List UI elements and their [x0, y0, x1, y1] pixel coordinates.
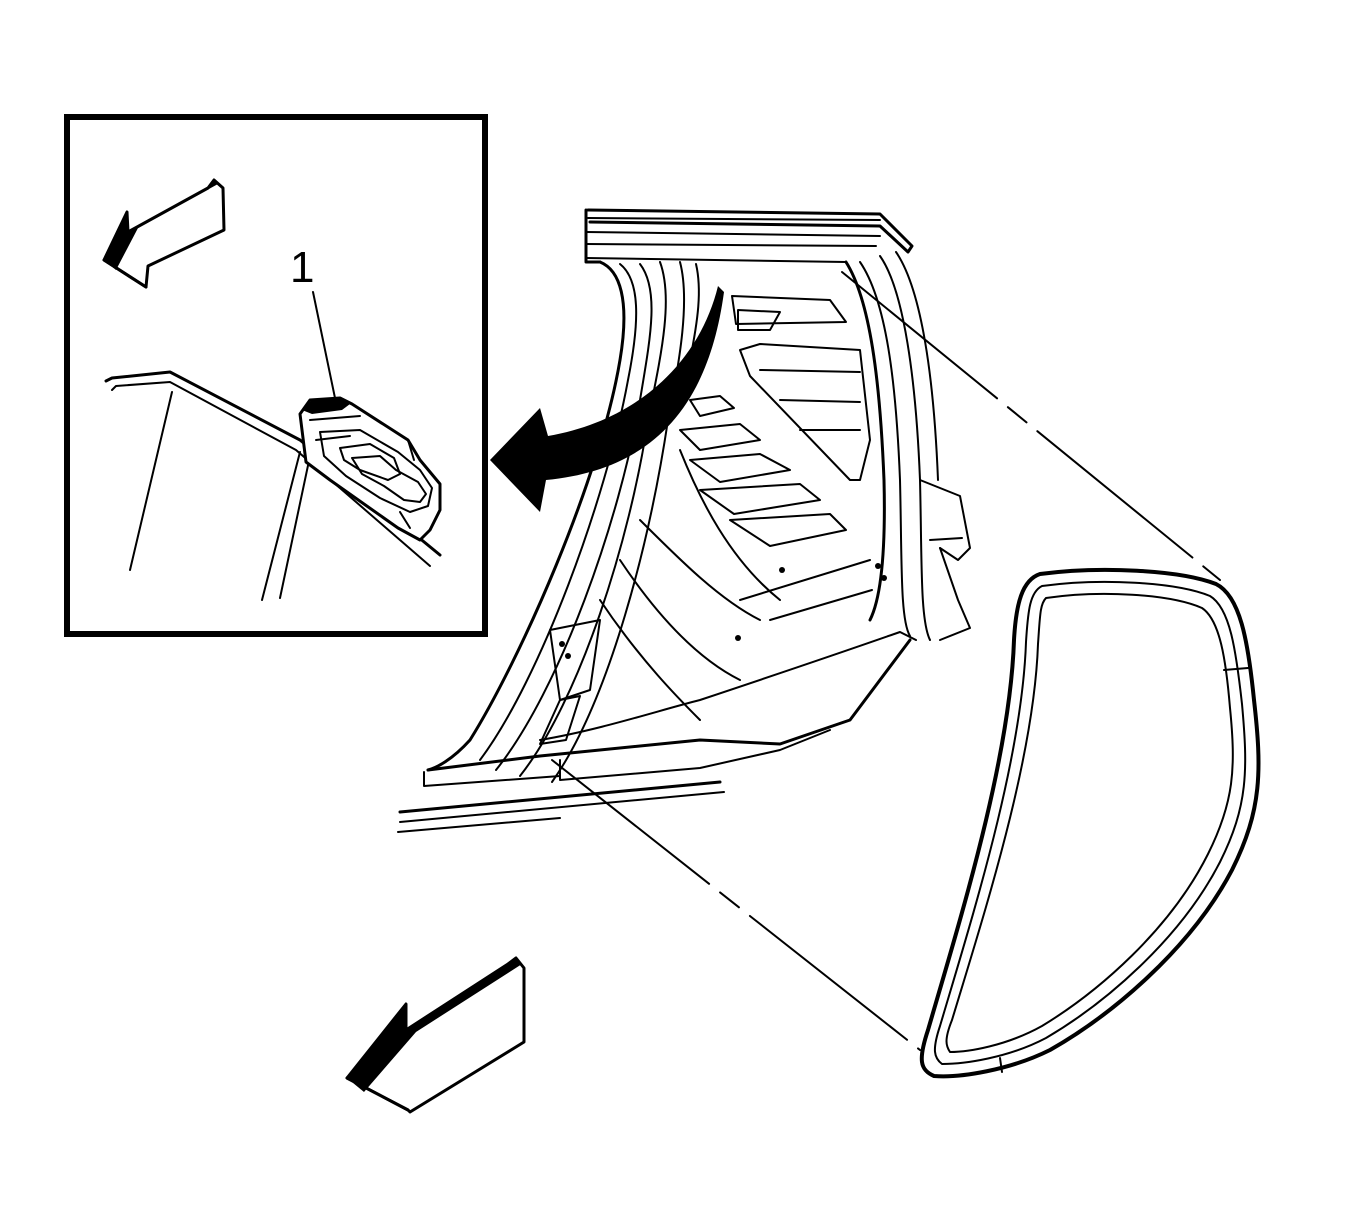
- direction-arrow-icon: [345, 956, 526, 1114]
- door-opening-body: [397, 208, 1221, 1051]
- callout-leader-1: [312, 291, 336, 399]
- door-weatherstrip: [919, 567, 1261, 1079]
- retainer-clip: [298, 396, 442, 542]
- direction-arrow-icon: [102, 178, 226, 289]
- callout-label-1: 1: [290, 243, 314, 292]
- inset-frame: [64, 114, 488, 637]
- interior-floor-structure: [539, 295, 887, 745]
- detail-inset: 1: [64, 114, 488, 637]
- curved-pointer-arrow-icon: [490, 286, 724, 512]
- alignment-leader-lines: [551, 271, 1221, 1051]
